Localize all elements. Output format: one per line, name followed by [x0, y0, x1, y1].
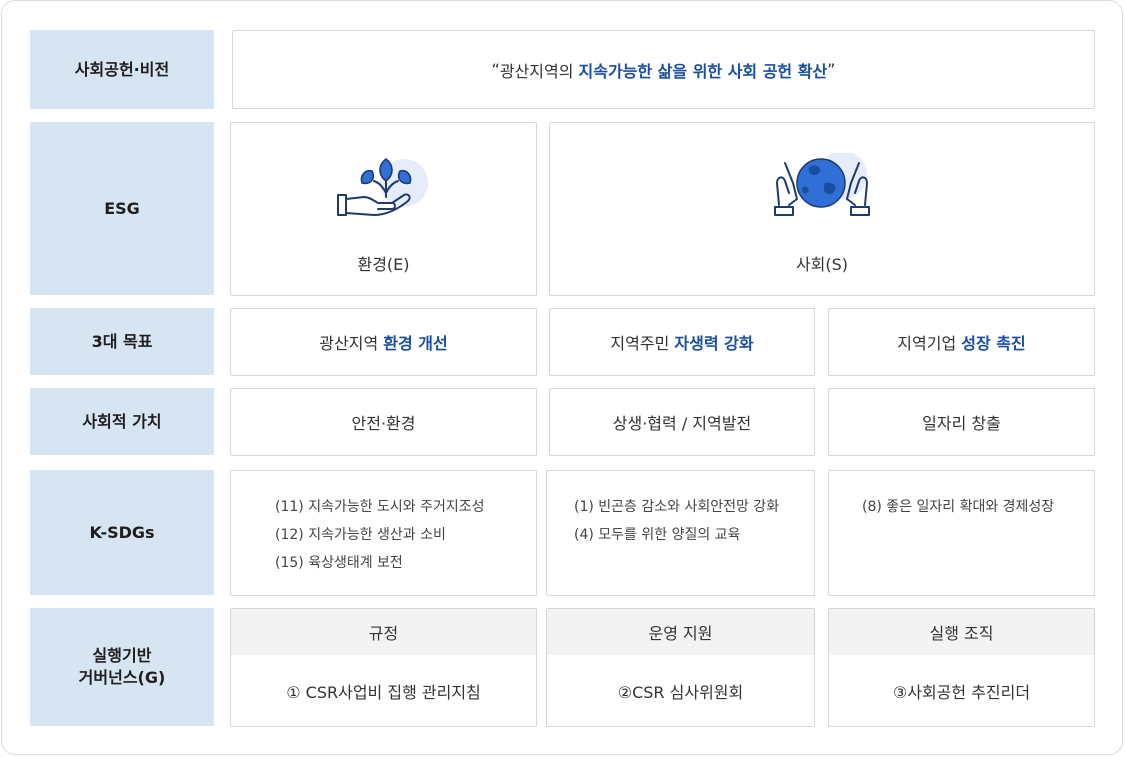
governance-item: 운영 지원 ②CSR 심사위원회 [546, 608, 815, 727]
row-label-esg: ESG [30, 122, 214, 295]
governance-label-line2: 거버넌스(G) [78, 668, 166, 687]
goal-text: 지역기업 [897, 334, 962, 353]
vision-statement: “광산지역의 지속가능한 삶을 위한 사회 공헌 확산” [232, 30, 1095, 109]
goal-item: 광산지역 환경 개선 [230, 308, 537, 376]
value-item: 안전·환경 [230, 388, 537, 456]
vision-highlight: 지속가능한 삶을 위한 사회 공헌 확산 [578, 61, 828, 81]
goal-item: 지역기업 성장 촉진 [828, 308, 1095, 376]
esg-social-cell: 사회(S) [549, 122, 1095, 296]
value-item: 상생·협력 / 지역발전 [549, 388, 815, 456]
governance-item-head: 규정 [231, 609, 536, 655]
ksdg-item: (11) 지속가능한 도시와 주거지조성 [275, 499, 485, 515]
governance-item: 규정 ① CSR사업비 집행 관리지침 [230, 608, 537, 727]
goal-item: 지역주민 자생력 강화 [549, 308, 815, 376]
globe-in-hands-icon [774, 153, 870, 216]
vision-close-quote: ” [827, 60, 836, 79]
ksdg-item: (1) 빈곤층 감소와 사회안전망 강화 [574, 499, 780, 515]
row-label-vision: 사회공헌·비전 [30, 30, 214, 109]
plant-in-hand-icon [336, 157, 428, 216]
ksdg-column: (8) 좋은 일자리 확대와 경제성장 [828, 470, 1095, 596]
row-label-governance: 실행기반 거버넌스(G) [30, 608, 214, 726]
governance-label-line1: 실행기반 [92, 646, 152, 665]
esg-social-label: 사회(S) [795, 255, 849, 274]
esg-environment-label: 환경(E) [357, 255, 410, 274]
governance-item-body: ②CSR 심사위원회 [617, 682, 744, 702]
ksdg-item: (12) 지속가능한 생산과 소비 [275, 527, 446, 543]
goal-text: 광산지역 [319, 334, 384, 353]
governance-item-body: ③사회공헌 추진리더 [892, 682, 1031, 702]
esg-environment-cell: 환경(E) [230, 122, 537, 296]
goal-highlight: 환경 개선 [383, 334, 448, 353]
ksdg-item: (4) 모두를 위한 양질의 교육 [574, 527, 741, 543]
governance-item-head: 실행 조직 [829, 609, 1094, 655]
governance-item-head: 운영 지원 [547, 609, 814, 655]
vision-open-quote: “ [491, 60, 500, 79]
row-label-ksdgs: K-SDGs [30, 470, 214, 595]
governance-item: 실행 조직 ③사회공헌 추진리더 [828, 608, 1095, 727]
row-label-goals: 3대 목표 [30, 308, 214, 375]
value-item: 일자리 창출 [828, 388, 1095, 456]
ksdg-item: (8) 좋은 일자리 확대와 경제성장 [862, 499, 1055, 515]
row-label-values: 사회적 가치 [30, 388, 214, 455]
vision-text: 광산지역의 [499, 61, 579, 81]
ksdg-column: (11) 지속가능한 도시와 주거지조성 (12) 지속가능한 생산과 소비 (… [230, 470, 537, 596]
goal-text: 지역주민 [610, 334, 675, 353]
governance-item-body: ① CSR사업비 집행 관리지침 [286, 682, 481, 702]
goal-highlight: 자생력 강화 [674, 334, 754, 353]
ksdg-item: (15) 육상생태계 보전 [275, 555, 403, 571]
goal-highlight: 성장 촉진 [961, 334, 1026, 353]
ksdg-column: (1) 빈곤층 감소와 사회안전망 강화 (4) 모두를 위한 양질의 교육 [546, 470, 815, 596]
